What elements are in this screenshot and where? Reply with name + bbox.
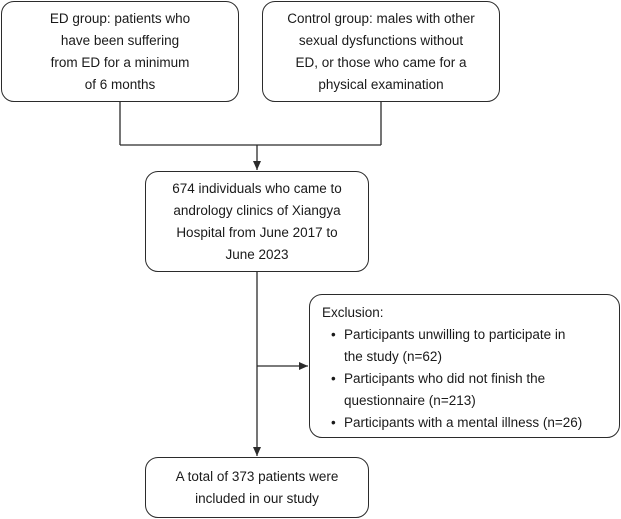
ed-group-box: ED group: patients who have been sufferi… [1, 1, 239, 102]
exclusion-item-text: Participants who did not finish the ques… [344, 371, 546, 408]
bullet-icon: • [331, 371, 336, 386]
control-group-box: Control group: males with other sexual d… [262, 1, 500, 102]
exclusion-item-text: Participants with a mental illness (n=26… [344, 415, 583, 430]
ed-group-text: ED group: patients who have been sufferi… [49, 10, 191, 92]
exclusion-title: Exclusion: [322, 305, 384, 320]
exclusion-list: • Participants unwilling to participate … [322, 324, 609, 434]
exclusion-item-text: Participants unwilling to participate in… [344, 327, 566, 364]
total-box: A total of 373 patients were included in… [145, 457, 369, 518]
exclusion-box: Exclusion: • Participants unwilling to p… [309, 294, 620, 438]
control-group-text: Control group: males with other sexual d… [287, 10, 475, 92]
exclusion-item-unwilling: • Participants unwilling to participate … [322, 324, 609, 368]
individuals-box: 674 individuals who came to andrology cl… [145, 171, 369, 272]
bullet-icon: • [331, 415, 336, 430]
exclusion-item-unfinished: • Participants who did not finish the qu… [322, 368, 609, 412]
total-text: A total of 373 patients were included in… [175, 468, 339, 506]
bullet-icon: • [331, 327, 336, 342]
exclusion-item-mental-illness: • Participants with a mental illness (n=… [322, 412, 609, 434]
individuals-text: 674 individuals who came to andrology cl… [172, 180, 342, 262]
